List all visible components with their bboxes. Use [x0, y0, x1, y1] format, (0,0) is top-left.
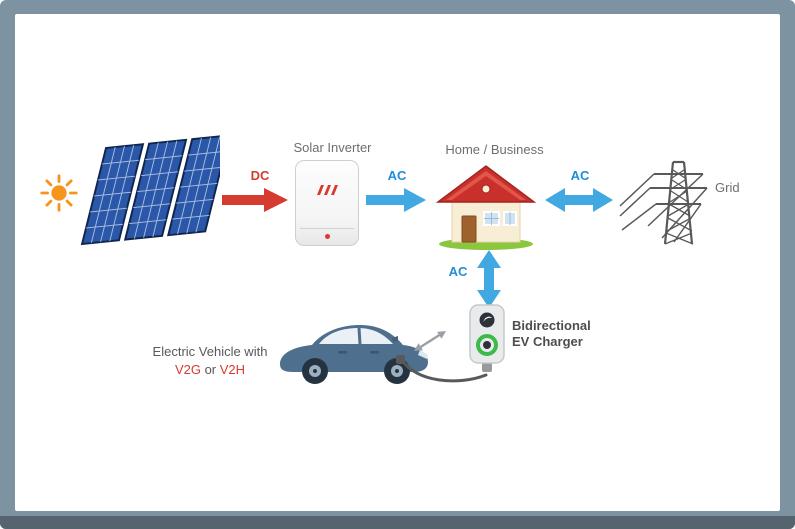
- ac-flow-label-inverter-home: AC: [387, 168, 407, 183]
- or-label: or: [204, 362, 217, 377]
- ev-charger-label-line2: EV Charger: [512, 334, 583, 349]
- transmission-tower-icon: [619, 160, 708, 245]
- ev-modes-label: V2G or V2H: [135, 362, 285, 377]
- bidirectional-flow-icon: [414, 331, 446, 351]
- solar-inverter-icon: [295, 160, 359, 246]
- grid-label: Grid: [715, 180, 740, 195]
- ac-arrow-inverter-home: [366, 188, 426, 212]
- house-icon: [435, 165, 537, 250]
- solar-panel-icon: [80, 134, 220, 246]
- inverter-logo-icon: [317, 185, 338, 195]
- dc-arrow: [222, 188, 288, 212]
- dc-flow-label: DC: [250, 168, 270, 183]
- ac-flow-label-home-grid: AC: [570, 168, 590, 183]
- v2h-label: V2H: [219, 362, 246, 377]
- ac-flow-label-home-charger: AC: [448, 264, 468, 279]
- charging-cable: [396, 355, 488, 383]
- inverter-status-light: [325, 234, 330, 239]
- inverter-seam: [299, 228, 355, 229]
- ev-charger-label-line1: Bidirectional: [512, 318, 591, 333]
- ev-description-label: Electric Vehicle with: [152, 344, 268, 359]
- ac-arrow-home-charger: [477, 250, 501, 308]
- ev-charger-icon: [469, 304, 505, 372]
- ev-charger-label: Bidirectional EV Charger: [512, 318, 642, 350]
- sun-icon: [40, 174, 78, 212]
- ac-arrow-home-grid: [545, 188, 613, 212]
- solar-inverter-label: Solar Inverter: [293, 140, 372, 155]
- diagram-canvas: DC Solar Inverter AC Home / Business: [15, 14, 780, 511]
- home-business-label: Home / Business: [445, 142, 544, 157]
- v2g-label: V2G: [174, 362, 201, 377]
